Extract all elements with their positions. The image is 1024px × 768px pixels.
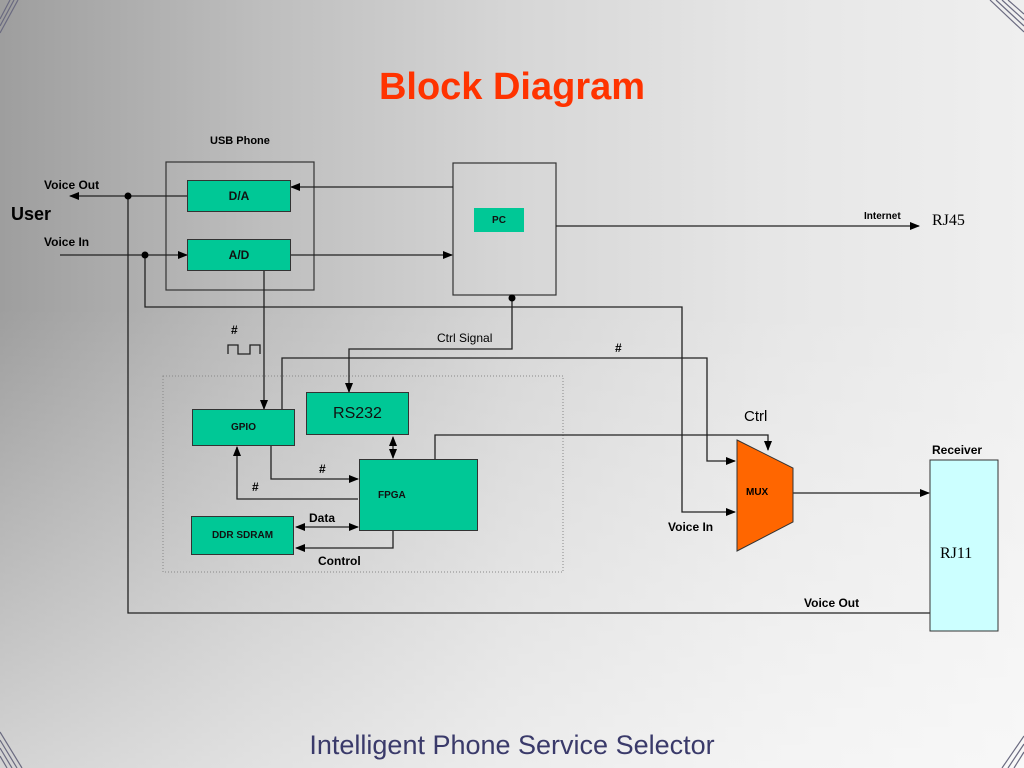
gpio-to-fpga-line <box>270 446 359 483</box>
data-label: Data <box>309 511 336 525</box>
corner-decoration-bottom-right <box>1001 735 1024 768</box>
junction-dot <box>124 192 132 200</box>
da-converter-block: D/A <box>187 180 291 212</box>
usb-phone-label: USB Phone <box>210 135 270 147</box>
user-label: User <box>11 204 52 224</box>
corner-decoration-top-left <box>0 0 19 34</box>
receiver-label: Receiver <box>932 443 983 457</box>
gpio-label: GPIO <box>230 422 256 433</box>
pc-block: PC <box>474 208 524 232</box>
fpga-ctrl-to-mux-line <box>434 434 772 459</box>
fpga-block: FPGA <box>359 459 478 531</box>
control-line <box>295 531 394 552</box>
fpga-to-gpio-line <box>233 446 358 500</box>
corner-decoration-top-right <box>989 0 1024 33</box>
mux-block <box>736 439 794 552</box>
voice-out-tap-line <box>127 196 930 614</box>
hash-label-mux-input: # <box>615 341 622 355</box>
mux-voice-in-label: Voice In <box>668 520 714 534</box>
usb-phone-enclosure <box>165 161 315 291</box>
rs232-block: RS232 <box>306 392 409 435</box>
slide-footer: Intelligent Phone Service Selector <box>309 730 715 760</box>
pulse-waveform-icon <box>227 344 261 355</box>
voice-out-label: Voice Out <box>44 178 100 192</box>
junction-dot <box>508 294 516 302</box>
hash-label-gpio-input: # <box>231 323 238 337</box>
slide-title: Block Diagram <box>378 66 646 108</box>
ad-converter-label: A/D <box>228 248 250 262</box>
rs232-label: RS232 <box>333 404 382 422</box>
receiver-block <box>929 459 999 632</box>
rj11-label: RJ11 <box>940 545 973 562</box>
da-converter-label: D/A <box>228 189 250 203</box>
bottom-voice-out-label: Voice Out <box>804 596 860 610</box>
gpio-hash-to-mux-line <box>281 357 736 465</box>
ctrl-label: Ctrl <box>744 408 768 425</box>
fpga-subsystem-boundary <box>162 375 564 573</box>
rj45-label: RJ45 <box>932 212 965 229</box>
junction-dot <box>141 251 149 259</box>
internet-label: Internet <box>864 211 901 222</box>
ctrl-signal-line <box>345 298 513 393</box>
mux-label: MUX <box>746 487 769 498</box>
pc-label: PC <box>492 214 506 226</box>
ctrl-signal-label: Ctrl Signal <box>437 331 493 345</box>
gpio-block: GPIO <box>192 409 295 446</box>
ad-converter-block: A/D <box>187 239 291 271</box>
ddr-sdram-block: DDR SDRAM <box>191 516 294 555</box>
hash-label-fpga-to-gpio: # <box>252 480 259 494</box>
hash-label-gpio-to-fpga: # <box>319 462 326 476</box>
ddr-sdram-label: DDR SDRAM <box>211 530 274 541</box>
corner-decoration-bottom-left <box>0 731 23 768</box>
fpga-label: FPGA <box>378 489 406 501</box>
voice-in-tap-line <box>144 255 736 516</box>
voice-in-label: Voice In <box>44 235 90 249</box>
pc-enclosure <box>452 162 557 296</box>
control-label: Control <box>318 554 361 568</box>
